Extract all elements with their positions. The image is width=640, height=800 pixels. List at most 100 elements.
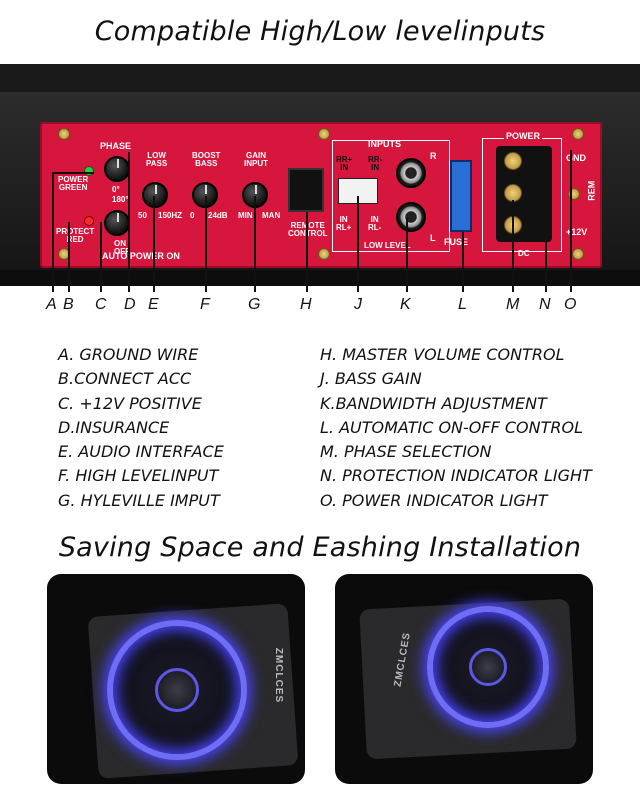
on-label: ON (114, 239, 126, 248)
bottom-title: Saving Space and Eashing Installation (58, 532, 582, 563)
legend-item: G. HYLEVILLE IMPUT (58, 490, 220, 510)
letter-label: K (400, 296, 411, 313)
phase-0-label: 0° (112, 185, 120, 194)
letter-label: E (148, 296, 159, 313)
gain-input-min: MIN (238, 211, 253, 220)
letter-label: H (300, 296, 312, 313)
legend-item: O. POWER INDICATOR LIGHT (320, 490, 548, 510)
rca-r-label: R (430, 151, 437, 161)
rca-right-jack[interactable] (396, 158, 426, 188)
legend-item: J. BASS GAIN (320, 369, 422, 389)
legend-item: E. AUDIO INTERFACE (58, 442, 224, 462)
phase-label: PHASE (100, 141, 132, 151)
legend-item: F. HIGH LEVELINPUT (58, 466, 219, 486)
letter-label: A (46, 296, 57, 313)
pointer-line (52, 172, 94, 174)
brand-logo: ZMCLCES (273, 647, 285, 704)
protect-led (84, 216, 94, 226)
letter-label: M (506, 296, 520, 313)
legend-item: B.CONNECT ACC (58, 369, 192, 389)
pointer-line (128, 152, 130, 292)
pointer-line (357, 196, 359, 292)
letter-label: O (564, 296, 577, 313)
legend-item: A. GROUND WIRE (58, 345, 199, 364)
letter-label: D (124, 296, 136, 313)
low-pass-min: 50 (138, 211, 147, 220)
letter-labels: A B C D E F G H J K L M N O (0, 296, 640, 316)
screw-icon (318, 128, 330, 140)
rl-plus-label: IN RL+ (336, 215, 352, 233)
pointer-line (100, 222, 102, 292)
power-led (84, 166, 94, 176)
screw-icon (58, 128, 70, 140)
letter-label: F (200, 296, 210, 313)
phase-switch[interactable] (104, 156, 130, 182)
letter-label: N (539, 296, 551, 313)
rl-minus-label: IN RL- (368, 215, 382, 233)
speaker-hub (469, 648, 507, 686)
inputs-label: INPUTS (368, 139, 402, 149)
terminal-screw-icon (504, 152, 522, 170)
pointer-line (570, 150, 572, 292)
boost-bass-label: BOOST BASS (192, 151, 221, 169)
legend-item: H. MASTER VOLUME CONTROL (320, 345, 565, 364)
dc-label: DC (518, 249, 530, 258)
rem-label: REM (586, 180, 597, 201)
pointer-line (512, 200, 514, 292)
low-level-label: LOW LEVEL (364, 241, 411, 250)
pointer-line (68, 222, 70, 292)
pointer-line (462, 232, 464, 292)
speaker-hub (155, 668, 199, 712)
legend-item: N. PROTECTION INDICATOR LIGHT (320, 466, 592, 486)
legend-item: L. AUTOMATIC ON-OFF CONTROL (320, 417, 583, 437)
fuse (450, 160, 472, 232)
remote-control-port[interactable] (288, 168, 324, 212)
amp-edge (0, 270, 640, 286)
legend-item: M. PHASE SELECTION (320, 442, 492, 462)
power-green-label: POWER GREEN (58, 175, 89, 193)
rca-left-jack[interactable] (396, 202, 426, 232)
pointer-line (406, 218, 408, 292)
letter-label: B (63, 296, 74, 313)
pointer-line (205, 196, 207, 292)
auto-power-on-label: AUTO POWER ON (102, 251, 180, 261)
legend-item: K.BANDWIDTH ADJUSTMENT (320, 393, 547, 413)
pointer-line (153, 196, 155, 292)
pointer-line (254, 196, 256, 292)
letter-label: J (354, 296, 362, 313)
screw-icon (318, 248, 330, 260)
off-label: OFF (114, 247, 130, 256)
inputs-box (332, 140, 450, 252)
install-photo-2: ZMCLCES (335, 574, 593, 784)
boost-bass-max: 24dB (208, 211, 228, 220)
legend-right: H. MASTER VOLUME CONTROL J. BASS GAIN K.… (320, 343, 592, 513)
low-pass-label: LOW PASS (146, 151, 168, 169)
letter-label: C (95, 296, 107, 313)
letter-label: L (458, 296, 467, 313)
top-title: Compatible High/Low levelinputs (94, 16, 546, 47)
low-pass-knob[interactable] (142, 182, 168, 208)
rr-plus-label: RR+ IN (336, 155, 353, 173)
phase-180-label: 180° (112, 195, 129, 204)
low-pass-max: 150HZ (158, 211, 183, 220)
legend-item: D.INSURANCE (58, 417, 170, 437)
screw-icon (572, 248, 584, 260)
fuse-label: FUSE (444, 237, 469, 247)
screw-icon (572, 128, 584, 140)
legend-item: C. +12V POSITIVE (58, 393, 202, 413)
legend-left: A. GROUND WIRE B.CONNECT ACC C. +12V POS… (58, 343, 224, 513)
gain-input-max: MAN (262, 211, 281, 220)
pointer-line (545, 168, 547, 292)
power-label: POWER (504, 131, 543, 142)
letter-label: G (248, 296, 261, 313)
pointer-line (52, 172, 54, 292)
control-panel: POWER GREEN PROTECT RED PHASE 0° 180° ON… (40, 122, 602, 268)
boost-bass-min: 0 (190, 211, 195, 220)
plus12v-label: +12V (566, 227, 588, 237)
pointer-line (306, 212, 308, 292)
auto-power-switch[interactable] (104, 210, 130, 236)
gain-input-label: GAIN INPUT (244, 151, 268, 169)
gnd-label: GND (566, 153, 586, 163)
rca-l-label: L (430, 233, 436, 243)
install-photo-1: ZMCLCES (47, 574, 305, 784)
